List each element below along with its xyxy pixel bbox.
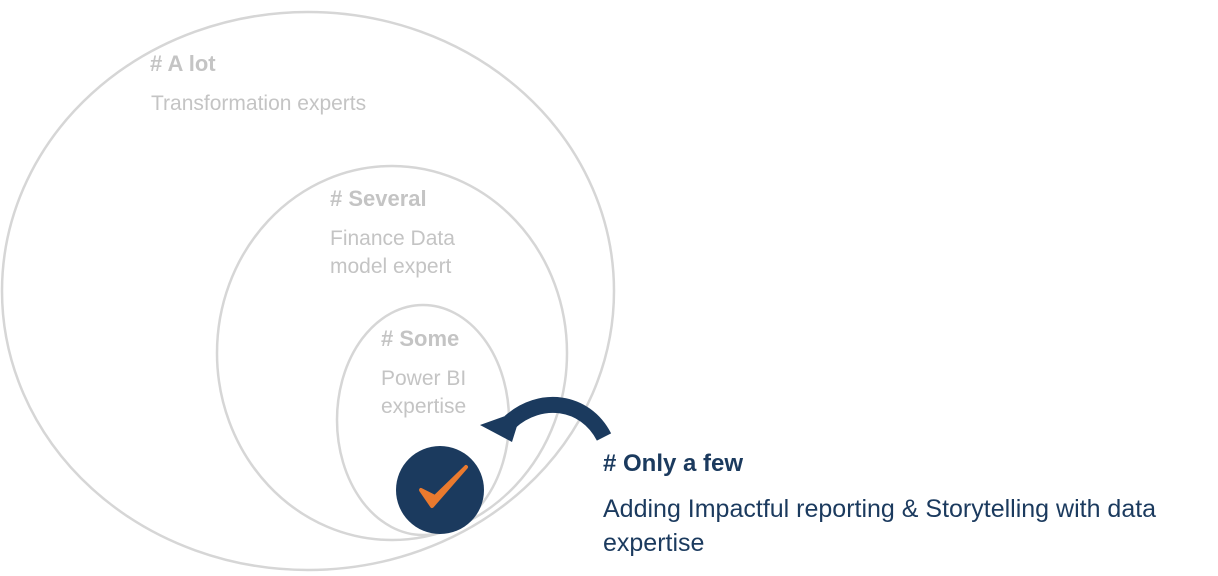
ring-a-lot-desc: Transformation experts bbox=[151, 92, 367, 115]
ring-several-heading: # Several bbox=[330, 186, 427, 211]
ring-several bbox=[215, 164, 569, 542]
highlight-desc: Adding Impactful reporting & Storytellin… bbox=[603, 495, 1157, 557]
ring-some-heading: # Some bbox=[381, 326, 460, 351]
ring-a-lot-heading: # A lot bbox=[150, 51, 216, 76]
checkmark-icon bbox=[419, 465, 468, 508]
ring-several-desc: Finance Data model expert bbox=[330, 227, 455, 278]
ring-some-desc: Power BI expertise bbox=[381, 367, 467, 418]
ring-a-lot bbox=[0, 10, 616, 572]
curved-arrow-icon bbox=[480, 396, 612, 442]
highlight-heading: # Only a few bbox=[603, 450, 744, 477]
